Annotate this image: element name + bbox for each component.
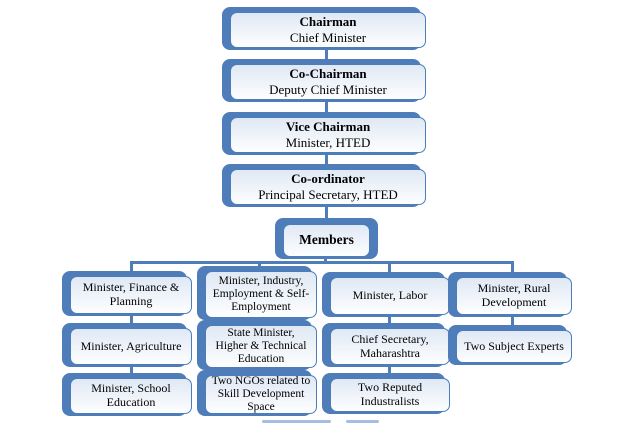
node-body: Minister, School Education (70, 378, 192, 414)
node-body: Minister, Labor (330, 277, 450, 315)
node-body: Chairman Chief Minister (230, 12, 426, 48)
node-subtitle: Chief Minister (289, 29, 367, 45)
node-title: Members (299, 232, 354, 248)
node-body: Vice Chairman Minister, HTED (230, 117, 426, 153)
org-node-minister-industry-employment: Minister, Industry, Employment & Self-Em… (197, 266, 317, 320)
node-body: Two Subject Experts (456, 330, 572, 363)
node-body: Minister, Industry, Employment & Self-Em… (205, 271, 317, 318)
cropped-box-edge (262, 420, 331, 423)
connector-vertical (511, 315, 514, 330)
connector-vertical (388, 315, 391, 328)
connector-vertical (325, 205, 328, 224)
node-body: Chief Secretary, Maharashtra (330, 328, 450, 365)
connector-vertical (325, 153, 328, 169)
node-body: Two NGOs related to Skill Development Sp… (205, 375, 317, 414)
org-node-minister-finance-planning: Minister, Finance & Planning (62, 271, 192, 316)
org-node-two-subject-experts: Two Subject Experts (448, 325, 572, 365)
node-title: Chairman (299, 14, 357, 30)
org-node-chief-secretary-maharashtra: Chief Secretary, Maharashtra (322, 323, 450, 367)
connector-drop-col1 (130, 261, 133, 277)
node-body: Minister, Agriculture (70, 328, 192, 365)
org-node-chairman: Chairman Chief Minister (222, 7, 426, 50)
connector-vertical (325, 48, 328, 64)
node-body: Co-ordinator Principal Secretary, HTED (230, 169, 426, 205)
node-body: Co-Chairman Deputy Chief Minister (230, 64, 426, 100)
org-node-state-minister-higher-technical: State Minister, Higher & Technical Educa… (197, 320, 317, 370)
node-body: Two Reputed Industralists (330, 378, 450, 412)
node-body: Minister, Finance & Planning (70, 276, 192, 314)
org-node-two-reputed-industralists: Two Reputed Industralists (322, 373, 450, 414)
connector-members-stem (324, 257, 327, 263)
org-node-co-chairman: Co-Chairman Deputy Chief Minister (222, 59, 426, 102)
node-subtitle: Deputy Chief Minister (269, 81, 387, 97)
org-node-minister-agriculture: Minister, Agriculture (62, 323, 192, 367)
org-node-minister-school-education: Minister, School Education (62, 373, 192, 416)
org-node-minister-rural-development: Minister, Rural Development (448, 272, 572, 317)
org-node-two-ngos-skill-development: Two NGOs related to Skill Development Sp… (197, 370, 317, 416)
connector-drop-col3 (388, 261, 391, 278)
node-subtitle: Principal Secretary, HTED (258, 186, 398, 202)
connector-vertical (130, 314, 133, 328)
connector-drop-col4 (511, 261, 514, 278)
cropped-box-edge (346, 420, 379, 423)
node-title: Co-Chairman (289, 66, 367, 82)
connector-vertical (325, 100, 328, 117)
org-node-vice-chairman: Vice Chairman Minister, HTED (222, 112, 426, 155)
node-subtitle: Minister, HTED (285, 134, 371, 150)
org-node-minister-labor: Minister, Labor (322, 272, 450, 317)
connector-vertical (388, 365, 391, 378)
connector-horizontal (130, 261, 514, 264)
node-body: Members (283, 224, 370, 257)
node-title: Co-ordinator (291, 171, 365, 187)
node-body: Minister, Rural Development (456, 277, 572, 315)
node-body: State Minister, Higher & Technical Educa… (205, 325, 317, 368)
org-node-members: Members (275, 218, 378, 259)
org-node-coordinator: Co-ordinator Principal Secretary, HTED (222, 164, 426, 207)
connector-vertical (130, 365, 133, 378)
node-title: Vice Chairman (285, 119, 371, 135)
